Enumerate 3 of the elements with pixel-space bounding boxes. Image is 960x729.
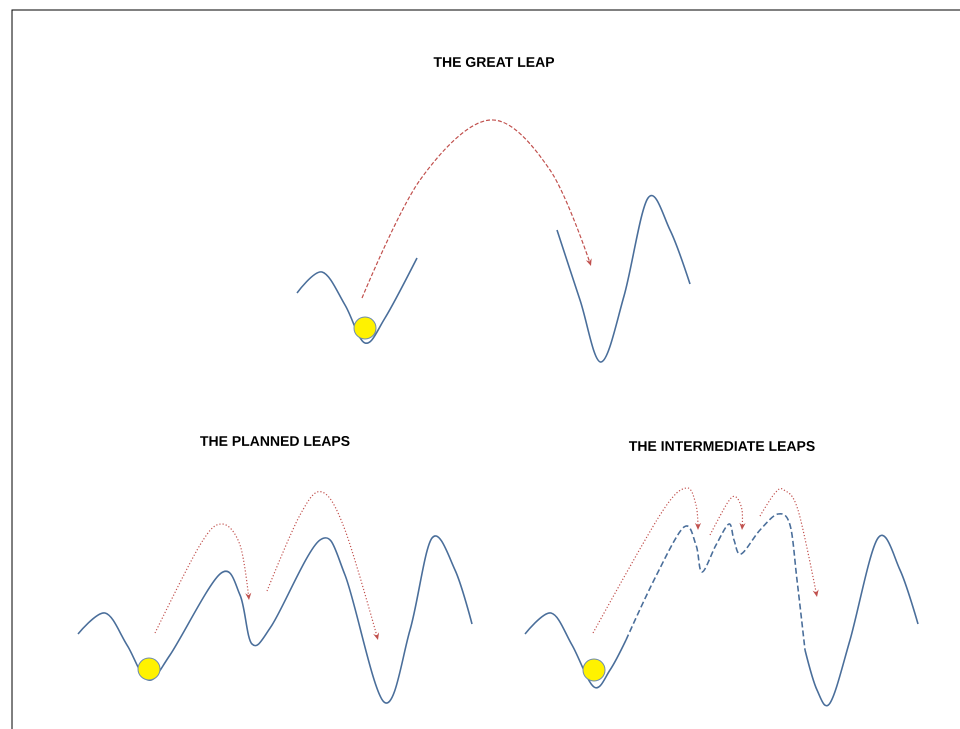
- panel-title: THE PLANNED LEAPS: [200, 436, 350, 446]
- panel-title: THE GREAT LEAP: [434, 57, 554, 67]
- panel-title: THE INTERMEDIATE LEAPS: [628, 441, 815, 451]
